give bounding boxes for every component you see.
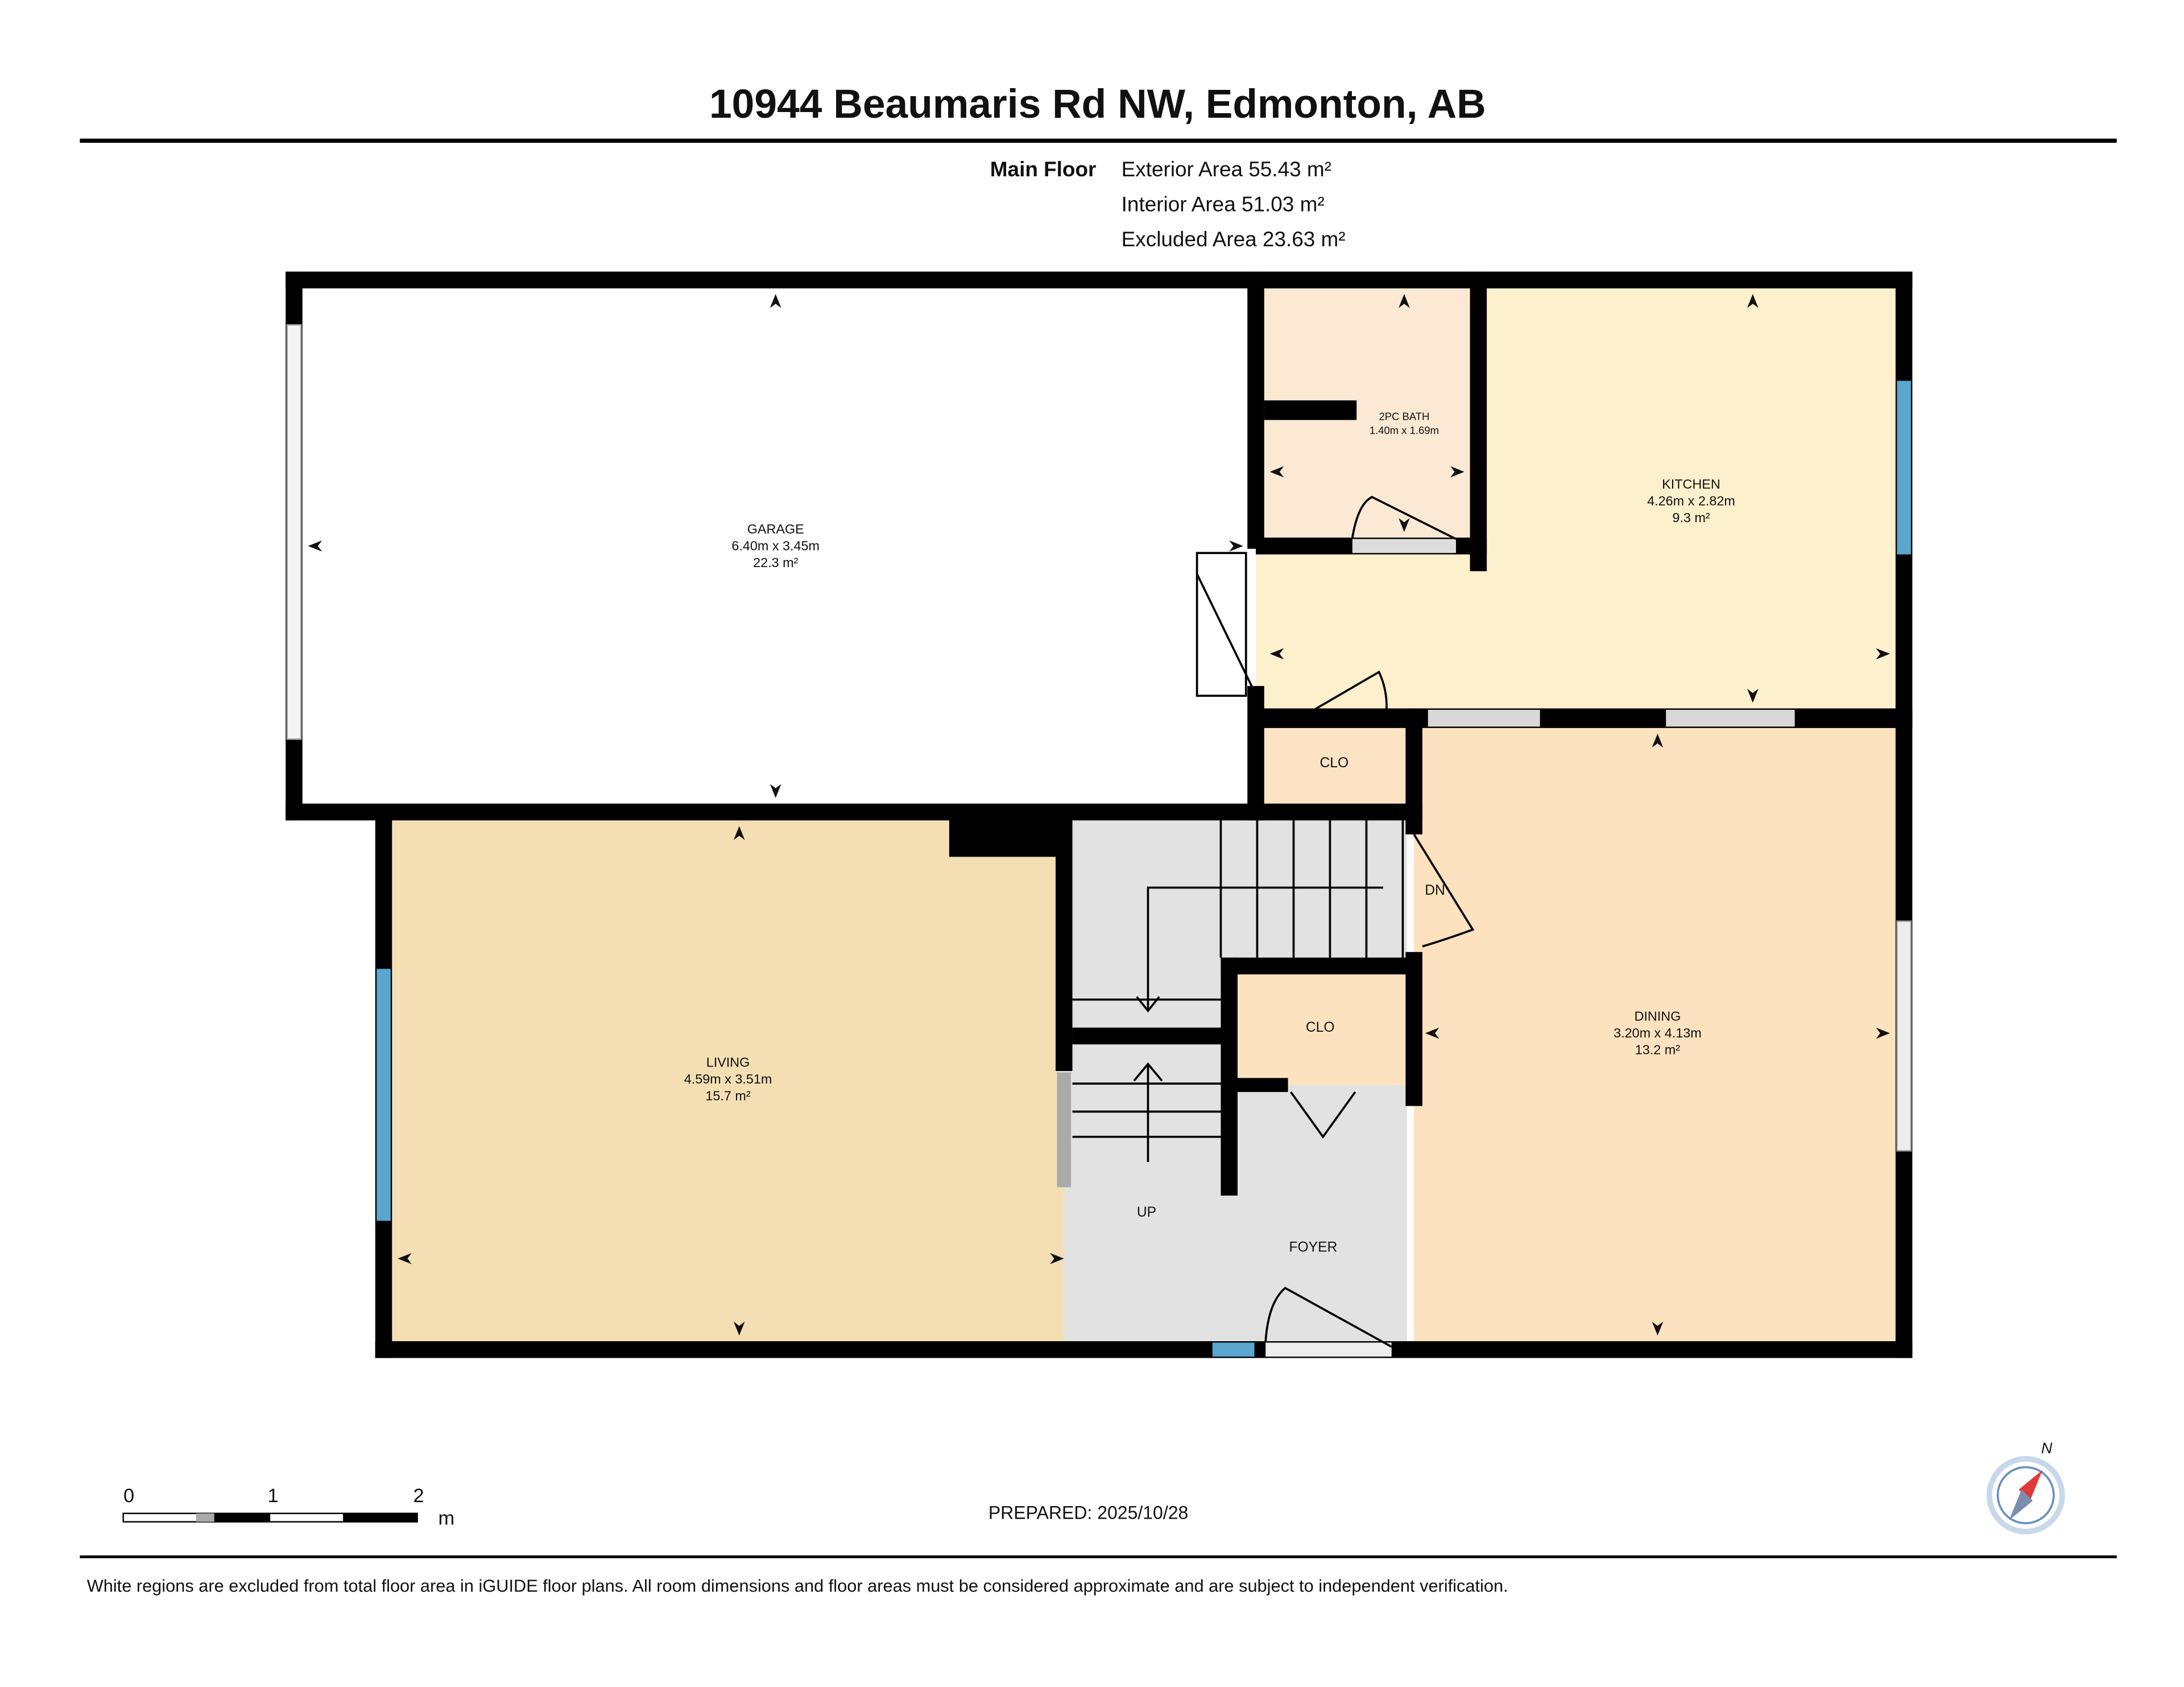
stairs-down-label: DN	[1425, 883, 1445, 898]
room-dims: 4.59m x 3.51m	[684, 1072, 772, 1086]
excluded-area: Excluded Area 23.63 m²	[1122, 228, 1346, 251]
room-label-foyer: FOYER	[1289, 1240, 1338, 1255]
dining-window	[1896, 920, 1912, 1152]
compass-north-label: N	[2041, 1439, 2053, 1457]
scale-label-1: 1	[267, 1485, 278, 1507]
room-dims: 6.40m x 3.45m	[731, 538, 820, 553]
room-name: 2PC BATH	[1379, 410, 1429, 422]
scale-label-0: 0	[123, 1485, 134, 1507]
room-area: 22.3 m²	[753, 555, 798, 570]
bath-door-opening	[1352, 539, 1456, 553]
room-dims: 4.26m x 2.82m	[1647, 494, 1735, 508]
room-dims: 3.20m x 4.13m	[1614, 1026, 1702, 1040]
floor-label: Main Floor	[990, 158, 1097, 181]
stair-rail	[1057, 1072, 1072, 1188]
scale-unit: m	[439, 1507, 455, 1529]
kitchen-fill	[1478, 280, 1904, 717]
interior-area: Interior Area 51.03 m²	[1122, 193, 1325, 216]
room-area: 15.7 m²	[705, 1089, 750, 1103]
room-label-bath: 2PC BATH 1.40m x 1.69m	[1370, 410, 1439, 436]
room-fills	[293, 280, 1904, 1350]
room-name: GARAGE	[747, 522, 804, 536]
room-label-living: LIVING 4.59m x 3.51m 15.7 m²	[684, 1055, 772, 1103]
garage-fill	[293, 280, 1256, 812]
room-name: DINING	[1635, 1008, 1681, 1023]
prepared-date: PREPARED: 2025/10/28	[988, 1503, 1188, 1523]
footer-rule	[80, 1555, 2117, 1558]
dining-fill	[1414, 717, 1904, 1350]
windows	[286, 324, 1912, 1357]
kitchen-hall-fill	[1255, 548, 1479, 717]
room-label-closet-2: CLO	[1306, 1020, 1335, 1035]
room-label-garage: GARAGE 6.40m x 3.45m 22.3 m²	[731, 522, 820, 570]
front-door-opening	[1265, 1342, 1392, 1357]
room-label-closet: CLO	[1320, 755, 1349, 771]
exterior-area: Exterior Area 55.43 m²	[1122, 158, 1331, 181]
compass-icon: N	[1986, 1439, 2065, 1535]
room-label-dining: DINING 3.20m x 4.13m 13.2 m²	[1614, 1008, 1702, 1057]
staircase	[1072, 495, 1475, 1348]
room-name: KITCHEN	[1662, 477, 1720, 491]
dimension-markers	[308, 293, 1891, 1336]
front-window	[1212, 1342, 1255, 1357]
scale-label-2: 2	[413, 1485, 424, 1507]
room-area: 9.3 m²	[1672, 510, 1710, 525]
page-title: 10944 Beaumaris Rd NW, Edmonton, AB	[709, 81, 1486, 127]
living-window	[377, 969, 391, 1221]
room-area: 13.2 m²	[1635, 1042, 1680, 1057]
closet-fill	[1255, 717, 1414, 812]
scale-bar: 0 1 2 m	[122, 1485, 455, 1529]
kitchen-window	[1897, 381, 1911, 555]
footer-disclaimer: White regions are excluded from total fl…	[87, 1576, 1508, 1596]
closet2-fill	[1232, 966, 1407, 1085]
living-fill	[383, 812, 1064, 1350]
stairs-up-label: UP	[1137, 1205, 1156, 1220]
doorway	[1428, 709, 1540, 727]
room-label-kitchen: KITCHEN 4.26m x 2.82m 9.3 m²	[1647, 477, 1735, 525]
room-name: LIVING	[706, 1055, 750, 1070]
header-rule	[80, 138, 2117, 143]
room-dims: 1.40m x 1.69m	[1370, 424, 1439, 436]
doorway	[1666, 709, 1795, 727]
garage-door-window	[286, 324, 302, 740]
